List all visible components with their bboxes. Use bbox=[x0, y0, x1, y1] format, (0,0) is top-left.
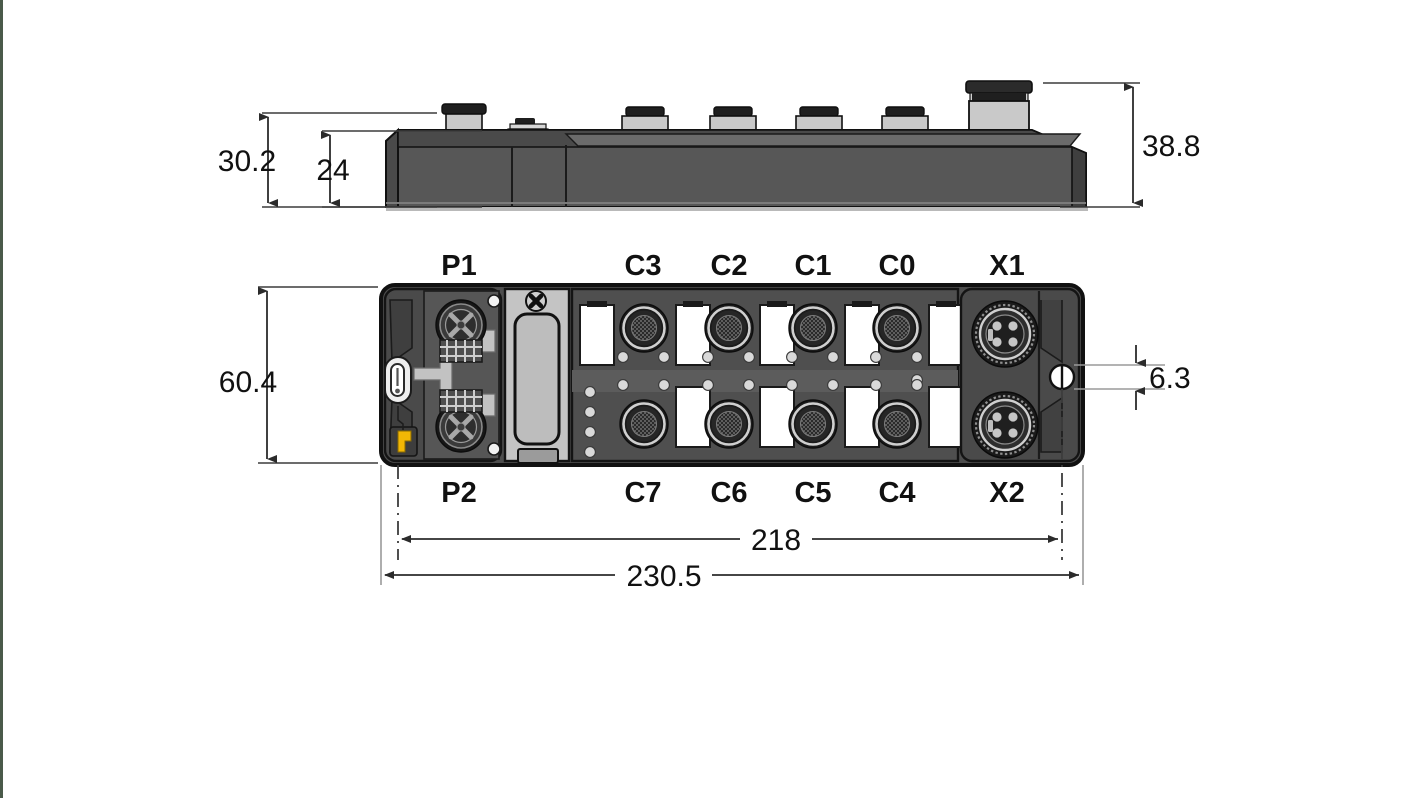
port-label-c0: C0 bbox=[878, 250, 915, 282]
dimension-hole-spacing: 6.3 bbox=[1149, 362, 1191, 395]
connector-x2[interactable] bbox=[970, 390, 1040, 460]
front-view-top-labels: P1 C3 C2 C1 C0 X1 bbox=[441, 250, 1024, 282]
screw-top-left bbox=[487, 294, 501, 308]
label-strip-c7 bbox=[675, 386, 711, 448]
dimension-height-connector: 38.8 bbox=[1142, 130, 1200, 163]
screw-bottom-left bbox=[487, 442, 501, 456]
port-label-c3: C3 bbox=[624, 250, 661, 282]
channel-port-c6[interactable] bbox=[702, 379, 795, 450]
mounting-hole-right bbox=[1048, 363, 1076, 391]
label-strip-c4 bbox=[928, 386, 964, 448]
channel-port-c7[interactable] bbox=[617, 379, 711, 450]
front-view-bottom-labels: P2 C7 C6 C5 C4 X2 bbox=[441, 477, 1024, 509]
port-label-c2: C2 bbox=[710, 250, 747, 282]
dimension-height-body: 24 bbox=[316, 154, 349, 187]
port-label-c5: C5 bbox=[794, 477, 831, 509]
p1-collar bbox=[439, 339, 483, 363]
label-strip-c0 bbox=[928, 304, 964, 366]
label-strip-c6 bbox=[759, 386, 795, 448]
side-view-dimensions: 30.2 24 38.8 bbox=[218, 82, 1200, 208]
port-label-p2: P2 bbox=[441, 477, 476, 509]
dimension-height-front: 60.4 bbox=[219, 366, 277, 399]
port-label-c4: C4 bbox=[878, 477, 915, 509]
side-view-body bbox=[385, 127, 1088, 211]
front-view bbox=[379, 283, 1085, 467]
port-label-c1: C1 bbox=[794, 250, 831, 282]
channel-port-c4[interactable] bbox=[870, 379, 964, 450]
side-cap-p bbox=[441, 103, 487, 131]
port-label-c6: C6 bbox=[710, 477, 747, 509]
port-label-p1: P1 bbox=[441, 250, 476, 282]
connector-x1[interactable] bbox=[970, 299, 1040, 369]
dimension-height-total: 30.2 bbox=[218, 145, 276, 178]
label-plate-section bbox=[503, 287, 571, 464]
side-cap-x bbox=[965, 80, 1033, 136]
dimension-length-total: 230.5 bbox=[626, 560, 701, 593]
label-tab bbox=[517, 448, 559, 464]
label-strip-c3 bbox=[579, 304, 615, 366]
yellow-marker bbox=[389, 426, 418, 457]
port-label-x1: X1 bbox=[989, 250, 1024, 282]
front-view-dimensions: 60.4 6.3 218 230.5 bbox=[219, 286, 1191, 593]
p2-collar bbox=[439, 389, 483, 413]
aux-section bbox=[959, 287, 1081, 463]
dimension-length-mounting: 218 bbox=[751, 524, 801, 557]
power-section bbox=[383, 287, 503, 463]
side-view bbox=[385, 80, 1088, 211]
port-label-c7: C7 bbox=[624, 477, 661, 509]
mounting-slot-left bbox=[384, 356, 412, 404]
page-left-edge bbox=[0, 0, 3, 798]
screw-icon bbox=[525, 290, 547, 312]
port-label-x2: X2 bbox=[989, 477, 1024, 509]
label-window bbox=[513, 312, 561, 446]
channel-section bbox=[570, 287, 964, 463]
